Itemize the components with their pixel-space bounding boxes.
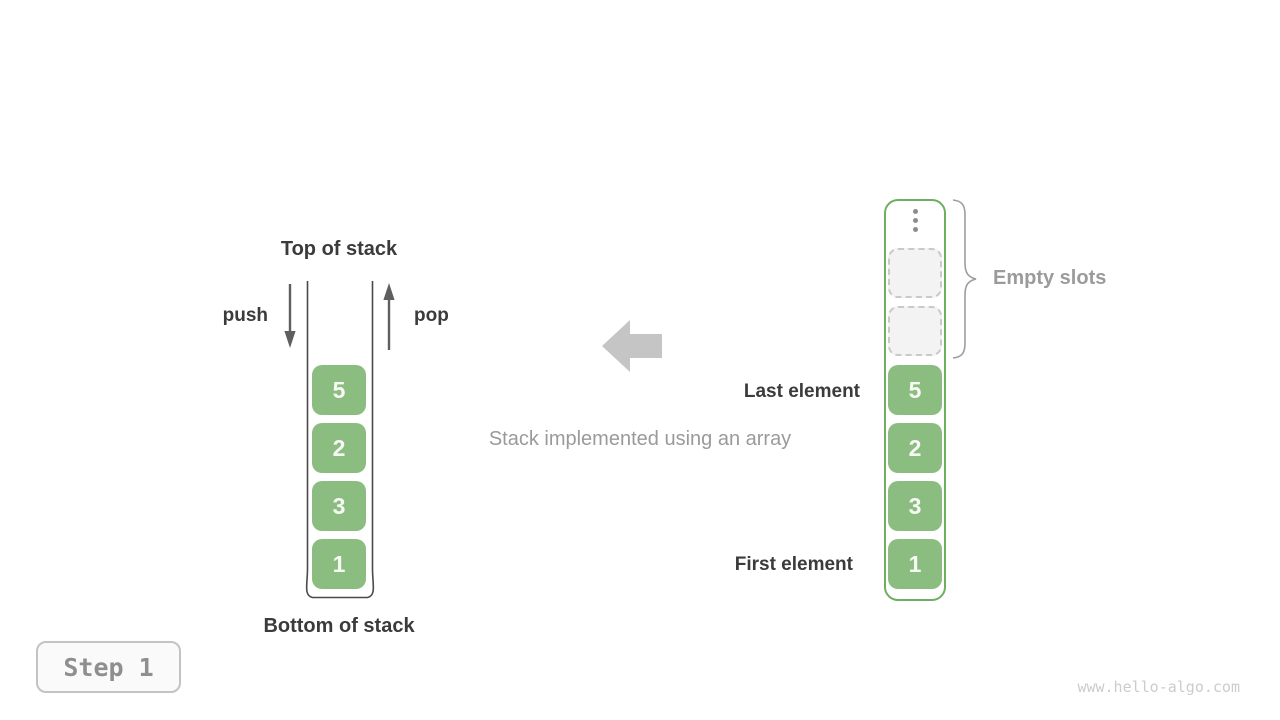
array-cell: 1 [888,539,942,589]
stack-block: 5 [312,365,366,415]
empty-slots-label: Empty slots [993,267,1107,289]
watermark-text: www.hello-algo.com [1077,678,1240,696]
array-cell: 5 [888,365,942,415]
transform-arrow-left-icon [602,320,662,372]
pop-arrow-up-icon [383,283,395,350]
stack-container-outline [305,281,375,599]
caption-text: Stack implemented using an array [488,428,792,450]
last-element-label: Last element [743,381,860,402]
array-cell: 3 [888,481,942,531]
array-cell: 2 [888,423,942,473]
push-label: push [222,305,268,326]
empty-slot [888,248,942,298]
empty-slot [888,306,942,356]
top-of-stack-label: Top of stack [280,238,398,260]
ellipsis-dots-icon [909,209,921,232]
pop-label: pop [414,305,449,326]
step-badge: Step 1 [36,641,181,693]
stack-block: 2 [312,423,366,473]
bottom-of-stack-label: Bottom of stack [263,615,415,637]
push-arrow-down-icon [284,284,296,348]
first-element-label: First element [734,554,853,575]
stack-block: 3 [312,481,366,531]
curly-brace-icon [952,199,977,359]
stack-block: 1 [312,539,366,589]
